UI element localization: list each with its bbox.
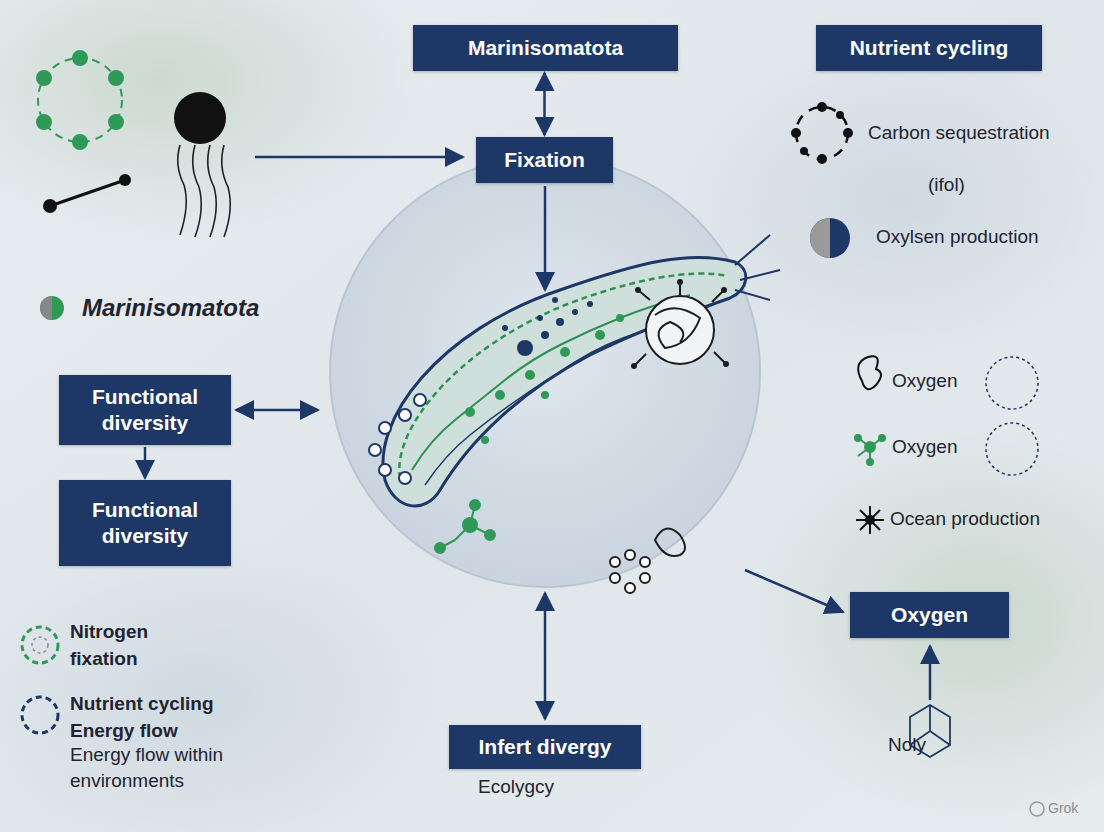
annotation-label: (ifol) xyxy=(928,172,965,198)
connector-arrow xyxy=(543,73,546,135)
annotation-label: Carbon sequestration xyxy=(868,120,1050,146)
annotation-label: Ecolygcy xyxy=(478,774,554,800)
connector-arrow xyxy=(144,447,147,478)
box-text: Nutrient cycling xyxy=(850,35,1009,61)
annotation-label: Ocean production xyxy=(890,506,1040,532)
process-box: Oxygen xyxy=(850,592,1009,638)
process-box: Infert divergy xyxy=(449,725,641,769)
process-box: Functional diversity xyxy=(59,480,231,566)
annotation-label: Nutrient cycling Energy flow xyxy=(70,690,245,744)
process-box: Fixation xyxy=(476,137,613,183)
annotation-label: Oxygen xyxy=(892,368,957,394)
box-text: Functional diversity xyxy=(71,497,219,549)
process-box: Functional diversity xyxy=(59,375,231,445)
annotation-label: Oxylsen production xyxy=(876,224,1039,250)
box-text: Infert divergy xyxy=(478,734,611,760)
box-text: Marinisomatota xyxy=(468,35,623,61)
process-box: Marinisomatota xyxy=(413,25,678,71)
watermark: Grok xyxy=(1048,799,1078,817)
box-text: Fixation xyxy=(504,147,585,173)
annotation-label: Energy flow within environments xyxy=(70,742,270,794)
annotation-label: Marinisomatota xyxy=(82,293,259,323)
annotation-label: Nitrogen fixation xyxy=(70,618,180,672)
annotation-label: Oxygen xyxy=(892,434,957,460)
box-text: Oxygen xyxy=(891,602,968,628)
process-box: Nutrient cycling xyxy=(816,25,1042,71)
annotation-label: Noly xyxy=(888,732,926,758)
box-text: Functional diversity xyxy=(71,384,219,436)
